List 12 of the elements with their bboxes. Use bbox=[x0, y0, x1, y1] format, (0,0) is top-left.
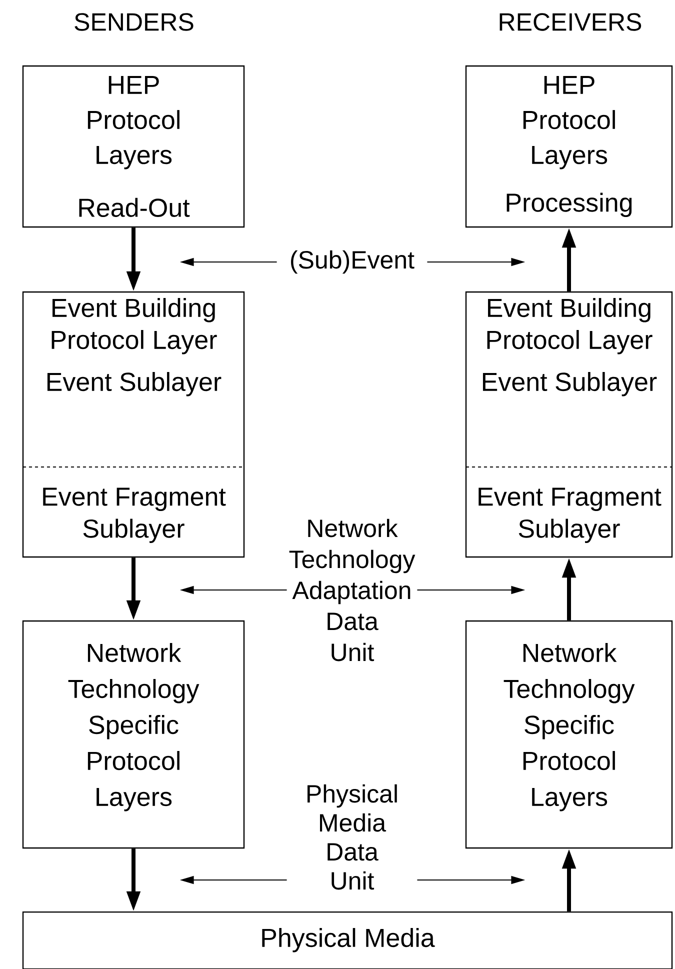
layer-box: Event Building Protocol Layer Event Sublayer Event Fragment Sublayer bbox=[465, 291, 673, 558]
layer-box: HEP Protocol Layers Read-Out bbox=[22, 65, 245, 228]
layer-box: Network Technology Specific Protocol Layers bbox=[465, 620, 673, 849]
column-heading: RECEIVERS bbox=[500, 13, 642, 31]
data-unit-label: Physical Media Data Unit bbox=[308, 784, 397, 890]
layer-box: Physical Media bbox=[22, 911, 673, 969]
column-heading: SENDERS bbox=[74, 13, 194, 31]
layer-box: Network Technology Specific Protocol Layers bbox=[22, 620, 245, 849]
data-unit-label: (Sub)Event bbox=[291, 250, 414, 274]
layer-box: Event Building Protocol Layer Event Sublayer Event Fragment Sublayer bbox=[22, 291, 245, 558]
layer-box: HEP Protocol Layers Processing bbox=[465, 65, 673, 228]
data-unit-label: Network Technology Adaptation Data Unit bbox=[289, 518, 416, 662]
